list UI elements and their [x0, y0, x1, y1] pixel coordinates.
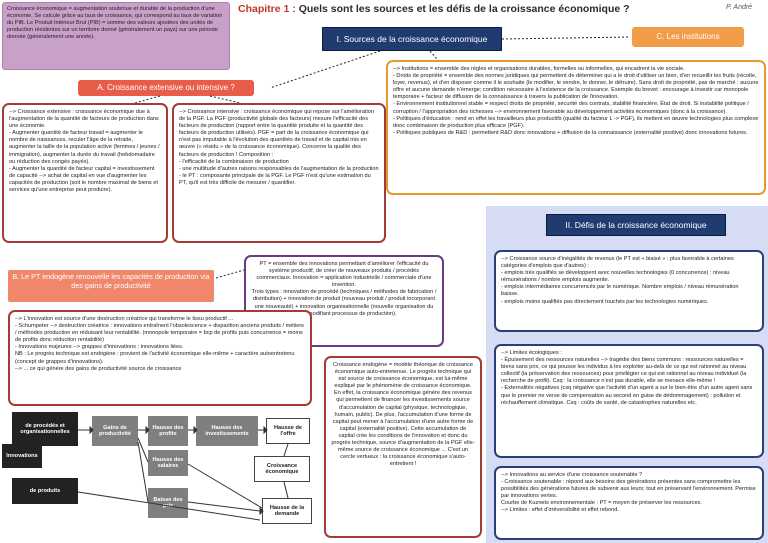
institutions-card: --> Institutions = ensemble des règles e… [386, 60, 766, 195]
schumpeter-line: --> ... ce qui génère des gains de produ… [15, 365, 182, 372]
defi2-line: - Externalités négatives (csq négative q… [501, 385, 753, 406]
chapter-title: Quels sont les sources et les défis de l… [298, 3, 630, 15]
schumpeter-line: - Innovations majeures --> grappes d'inn… [15, 344, 184, 351]
defi1-line: - emplois moins qualifiés pas directemen… [501, 298, 709, 305]
flow-salaires: Hausse des salaires [148, 450, 188, 476]
flow-profits: Hausse des profits [148, 416, 188, 446]
institutions-line: - Environnement institutionnel stable = … [393, 101, 749, 115]
defi2-line: - Épuisement des ressources naturelles -… [501, 357, 747, 385]
flow-arrows [77, 425, 289, 521]
endogenous-growth-card: Croissance endogène = modèle théorique d… [324, 356, 482, 538]
flow-offre: Hausse de l'offre [266, 418, 310, 444]
sustainable-growth-card: --> Innovations au service d'une croissa… [494, 466, 764, 540]
defi3-line: Courbe de Kuznets environnementale : PT … [501, 500, 702, 507]
intensive-line: - le PT : composante principale de la PG… [179, 172, 371, 186]
flow-innovations: Innovations [2, 444, 42, 468]
schumpeter-line: --> L'innovation est source d'une destru… [15, 316, 234, 322]
author: P. André [726, 4, 753, 11]
institutions-line: - Politiques d'éducation : rend en effet… [393, 115, 759, 129]
intensive-line: --> Croissance intensive : croissance éc… [179, 109, 374, 158]
flow-produits: de produits [12, 478, 78, 504]
section-1-header: I. Sources de la croissance économique [322, 27, 502, 51]
flow-croissance: Croissance économique [254, 456, 310, 482]
section-a-header: A. Croissance extensive ou intensive ? [78, 80, 254, 96]
inequalities-card: --> Croissance source d'inégalités de re… [494, 250, 764, 332]
page-title: Chapitre 1 : Quels sont les sources et l… [238, 3, 658, 15]
intensive-growth-card: --> Croissance intensive : croissance éc… [172, 103, 386, 243]
intensive-line: - l'efficacité de la combinaison de prod… [179, 158, 289, 165]
extensive-growth-card: --> Croissance extensive : croissance éc… [2, 103, 168, 243]
defi1-line: - emplois intermédiaires concurrencés pa… [501, 284, 739, 298]
flow-gains: Gains de productivité [92, 416, 138, 446]
section-c-header: C. Les institutions [632, 27, 744, 47]
defi3-line: --> Limites : effet d'irréversibilité et… [501, 507, 619, 514]
institutions-line: --> Institutions = ensemble des règles e… [393, 66, 685, 72]
section-2-header: II. Défis de la croissance économique [546, 214, 726, 236]
defi3-line: - Croissance soutenable : répond aux bes… [501, 479, 756, 500]
schumpeter-card: --> L'innovation est source d'une destru… [8, 310, 312, 406]
extensive-line: --> Croissance extensive : croissance éc… [9, 109, 159, 130]
flow-diagram: Innovations de procédés et organisationn… [0, 412, 322, 542]
definitions-text: Croissance économique = augmentation sou… [7, 6, 223, 41]
pt-line: PT = ensemble des innovations permettant… [256, 261, 432, 289]
flow-prix: Baisse des prix [148, 488, 188, 518]
intensive-line: - une multitude d'autres raisons respons… [179, 165, 379, 172]
endogene-text: Croissance endogène = modèle théorique d… [331, 362, 475, 468]
defi2-line: --> Limites écologiques : [501, 350, 562, 356]
chapter-label: Chapitre 1 : [238, 3, 296, 15]
defi1-line: - emplois très qualifiés se développent … [501, 270, 730, 284]
institutions-line: - Politiques publiques de R&D : permette… [393, 129, 748, 136]
defi3-line: --> Innovations au service d'une croissa… [501, 472, 643, 478]
extensive-line: - Augmenter quantité de facteur travail … [9, 130, 160, 165]
defi1-line: --> Croissance source d'inégalités de re… [501, 256, 734, 270]
flow-investissements: Hausse des investissements [196, 416, 258, 446]
flow-procedes: de procédés et organisationnelles [12, 412, 78, 446]
section-b-header: B. Le PT endogène renouvelle les capacit… [8, 270, 214, 302]
institutions-line: - Droits de propriété = ensemble des nor… [393, 73, 759, 101]
schumpeter-line: - Schumpeter --> destruction créatrice :… [15, 323, 304, 344]
schumpeter-line: NB : Le progrès technique est endogène :… [15, 351, 295, 365]
pt-line: Trois types : innovation de procédé (tec… [251, 289, 437, 317]
ecological-limits-card: --> Limites écologiques : - Épuisement d… [494, 344, 764, 458]
extensive-line: - Augmenter la quantité de facteur capit… [9, 165, 158, 194]
flow-demande: Hausse de la demande [262, 498, 312, 524]
definitions-box: Croissance économique = augmentation sou… [2, 2, 230, 70]
